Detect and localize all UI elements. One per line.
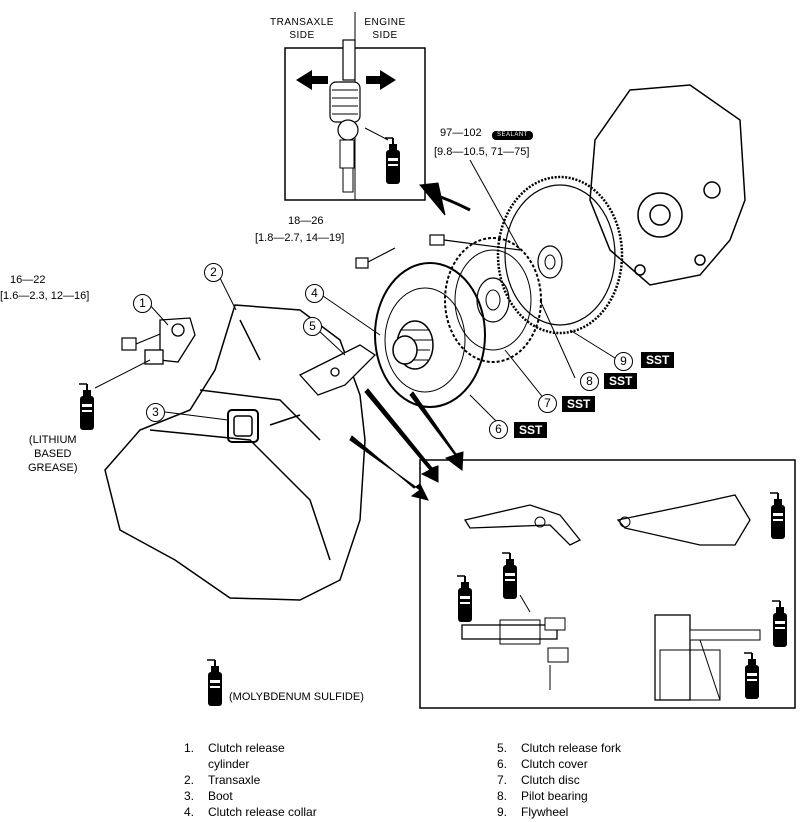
direction-arrows: [349, 182, 471, 501]
legend-right: 5.Clutch release fork 6.Clutch cover 7.C…: [497, 740, 621, 820]
callout-3: 3: [146, 403, 165, 422]
torque-cylinder-value: 16—22: [10, 274, 46, 286]
legend-item: 4.Clutch release collar: [184, 805, 317, 819]
torque-flywheel-value: 97—102: [440, 127, 482, 139]
transaxle-side-label: TRANSAXLE SIDE: [270, 17, 334, 41]
legend-item: 9.Flywheel: [497, 805, 569, 819]
legend-item: 8.Pilot bearing: [497, 789, 588, 803]
clutch-disc-drawing: [444, 237, 542, 363]
lithium-grease-label: (LITHIUM BASED GREASE): [28, 434, 78, 474]
callout-9: 9: [614, 352, 633, 371]
legend-item: 6.Clutch cover: [497, 757, 588, 771]
sst-badge-8: SST: [604, 373, 638, 389]
sealant-badge: SEALANT: [492, 131, 533, 140]
legend-item: 3.Boot: [184, 789, 233, 803]
torque-flywheel-units: [9.8—10.5, 71—75]: [434, 146, 530, 158]
torque-cover-units: [1.8—2.7, 14—19]: [255, 232, 345, 244]
release-fork-drawing: [298, 344, 377, 396]
inset-top-box: [284, 12, 426, 201]
legend-left: 1.Clutch release cylinder 2.Transaxle 3.…: [184, 740, 317, 820]
leader-lines: [94, 159, 616, 426]
callout-4: 4: [305, 284, 324, 303]
sst-badge-9: SST: [641, 352, 675, 368]
legend-item: 7.Clutch disc: [497, 773, 580, 787]
engine-plate: [589, 84, 746, 286]
flywheel-drawing: [496, 175, 624, 335]
torque-cover-value: 18—26: [288, 215, 324, 227]
release-cylinder-drawing: [144, 317, 196, 365]
callout-2: 2: [204, 263, 223, 282]
callout-5: 5: [303, 317, 322, 336]
callout-7: 7: [538, 394, 557, 413]
sst-badge-7: SST: [562, 396, 596, 412]
clutch-cover-drawing: [374, 262, 486, 408]
torque-cylinder-units: [1.6—2.3, 12—16]: [0, 290, 90, 302]
callout-8: 8: [580, 372, 599, 391]
legend-item: 1.Clutch release: [184, 741, 285, 755]
legend-item: 5.Clutch release fork: [497, 741, 622, 755]
engine-side-label: ENGINE SIDE: [364, 17, 406, 41]
callout-1: 1: [133, 294, 152, 313]
legend-item: cylinder: [208, 757, 250, 771]
molybdenum-label: (MOLYBDENUM SULFIDE): [229, 691, 364, 703]
legend-item: 2.Transaxle: [184, 773, 261, 787]
bolts: [121, 234, 521, 351]
callout-6: 6: [489, 420, 508, 439]
sst-badge-6: SST: [514, 422, 548, 438]
inset-detail-box: [419, 459, 796, 709]
transaxle-drawing: [104, 304, 366, 601]
